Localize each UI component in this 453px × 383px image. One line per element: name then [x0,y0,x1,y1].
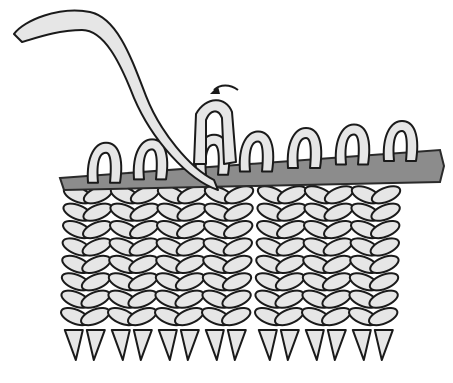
stitch-right-leg [322,183,355,207]
cast-on-spike [259,330,277,360]
stitch-right-leg [369,183,402,207]
cast-on-spike [228,330,246,360]
cast-on-spike [328,330,346,360]
cast-on-spike [206,330,224,360]
curved-arrow-left-icon [210,86,238,95]
cast-on-spike [353,330,371,360]
cast-on-spike [375,330,393,360]
cast-on-edge [65,330,393,360]
cast-on-spike [281,330,299,360]
cast-on-spike [65,330,83,360]
wrapped-loop [194,100,236,164]
knitted-fabric [59,183,403,329]
cast-on-spike [112,330,130,360]
cast-on-spike [159,330,177,360]
cast-on-spike [306,330,324,360]
cast-on-spike [87,330,105,360]
cast-on-spike [181,330,199,360]
cast-on-spike [134,330,152,360]
